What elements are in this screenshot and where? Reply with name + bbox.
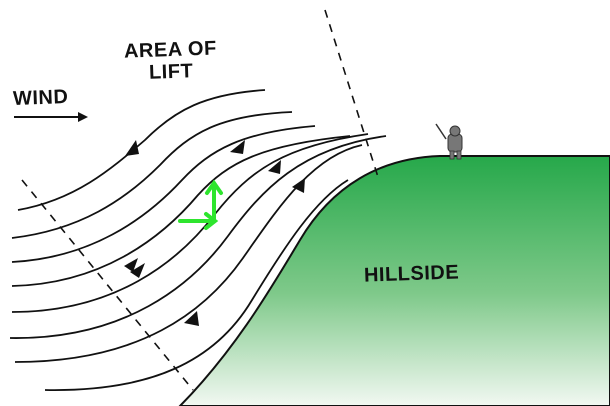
streamline-arrowhead (230, 140, 245, 154)
person-icon (435, 123, 463, 160)
streamline-arrowheads (124, 140, 305, 326)
streamline-1 (17, 89, 266, 211)
area-of-lift-label-line1: AREA OF (123, 37, 218, 63)
streamline-6 (9, 135, 387, 339)
hillside-shape (178, 155, 610, 406)
dashed-boundary-right (324, 9, 379, 178)
wind-streamlines (9, 89, 387, 391)
streamline-3 (11, 125, 316, 263)
lift-vector-arrows (178, 179, 223, 230)
streamline-2 (11, 111, 293, 239)
streamline-arrowhead (124, 258, 138, 272)
streamline-arrowhead (125, 140, 139, 156)
dashed-boundary-left (21, 179, 194, 391)
hillside-label: HILLSIDE (363, 261, 460, 287)
streamline-arrowhead (268, 160, 281, 174)
area-of-lift-label-line2: LIFT (148, 60, 194, 84)
streamline-7 (14, 144, 363, 363)
streamline-8 (44, 179, 349, 391)
streamline-4 (11, 135, 351, 287)
streamline-arrowhead (130, 263, 145, 278)
wind-arrow (14, 112, 88, 122)
streamline-arrowhead (292, 178, 305, 193)
streamline-arrowhead (184, 311, 199, 326)
wind-label: WIND (12, 86, 69, 110)
